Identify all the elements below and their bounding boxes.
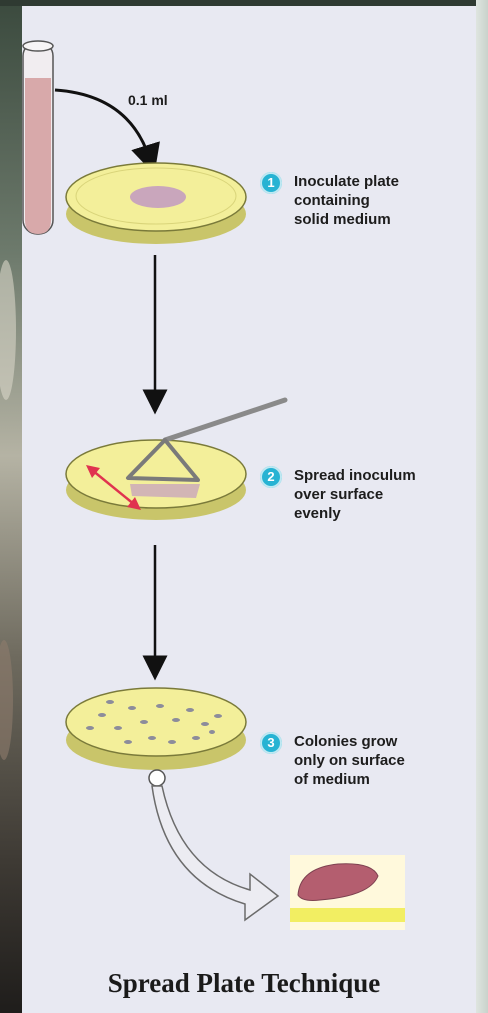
colony-zoom-icon: [152, 786, 278, 920]
petri-dish-icon: [66, 688, 246, 770]
step-3-badge: 3: [260, 732, 282, 754]
step-1-text: Inoculate plate containing solid medium: [294, 172, 399, 229]
step-1-line-2: containing: [294, 191, 399, 210]
step-2-line-2: over surface: [294, 485, 416, 504]
step-2-line-3: evenly: [294, 504, 416, 523]
magnifier-circle: [149, 770, 165, 786]
step-3-line-3: of medium: [294, 770, 405, 789]
step-1-line-3: solid medium: [294, 210, 399, 229]
colony-cross-section: [290, 855, 405, 930]
step-1-badge: 1: [260, 172, 282, 194]
petri-dish-icon: [66, 163, 246, 244]
test-tube-icon: [23, 41, 53, 234]
step-3-line-1: Colonies grow: [294, 732, 405, 751]
step-2-line-1: Spread inoculum: [294, 466, 416, 485]
step-3-line-2: only on surface: [294, 751, 405, 770]
step-2-text: Spread inoculum over surface evenly: [294, 466, 416, 523]
step-1-line-1: Inoculate plate: [294, 172, 399, 191]
diagram-title: Spread Plate Technique: [0, 968, 488, 999]
volume-label: 0.1 ml: [128, 92, 168, 108]
step-2-badge: 2: [260, 466, 282, 488]
step-3-text: Colonies grow only on surface of medium: [294, 732, 405, 789]
